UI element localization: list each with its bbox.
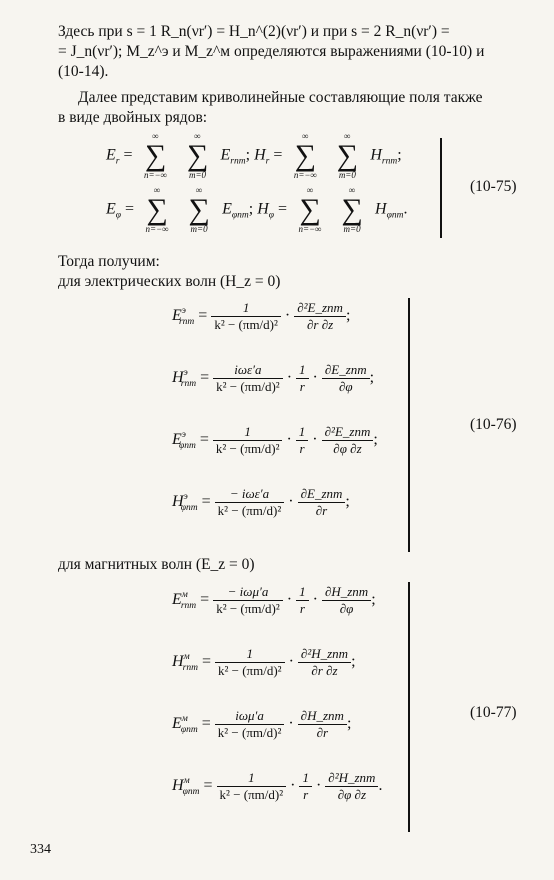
eq75-efnm: E <box>222 200 232 218</box>
eq77-lhs-sub-1: rnm <box>180 601 197 612</box>
sum-n-symbol: ∞∑n=−∞ <box>143 131 168 180</box>
eq75-hf-lhs: H <box>257 200 269 218</box>
eq-10-75-row-1: Er = ∞∑n=−∞ ∞∑m=0 Ernm; Hr = ∞∑n=−∞ ∞∑m=… <box>106 131 402 180</box>
eq76-lhs-sup-4: э <box>183 492 188 503</box>
eq75-hfnm-sub: φnm <box>386 210 404 221</box>
eq77-lhs-sup-3: м <box>181 714 188 725</box>
series-line-1: Далее представим криволинейные составляю… <box>78 89 483 106</box>
eq76-derivative-1: ∂²E_znm∂r ∂z <box>294 300 346 333</box>
eq77-lhs-sup-1: м <box>181 590 188 601</box>
intro-line-2: = J_n(νr′); M_z^э и M_z^м определяются в… <box>58 43 485 60</box>
eq75-ernm-sub: rnm <box>230 156 246 167</box>
eq75-hrnm: H <box>370 146 382 164</box>
eq75-er-lhs: E <box>106 146 116 164</box>
eq77-derivative-3: ∂H_znm∂r <box>297 708 347 741</box>
eq75-hr-sub: r <box>265 156 270 167</box>
eq75-hr-lhs: H <box>254 146 266 164</box>
eq75-hfnm: H <box>375 200 387 218</box>
eq-10-75-brace <box>440 138 442 238</box>
magnetic-waves-text: для магнитных волн (E_z = 0) <box>58 556 255 573</box>
eq77-lhs-sub-3: φnm <box>180 725 198 736</box>
eq77-lhs-3: E <box>172 715 182 733</box>
eq76-lhs-sub-2: rnm <box>180 379 197 390</box>
eq-10-77-brace <box>408 582 410 832</box>
eq75-efnm-sub: φnm <box>231 210 249 221</box>
eq76-lhs-sub-3: φnm <box>178 441 196 452</box>
intro-line-3: (10-14). <box>58 63 109 80</box>
eq-10-76-brace <box>408 298 410 552</box>
sum-m-symbol-4: ∞∑m=0 <box>341 185 363 234</box>
eq77-lhs-sub-4: φnm <box>182 787 200 798</box>
eq75-hrnm-sub: rnm <box>381 156 398 167</box>
eq-10-77-number: (10-77) <box>470 704 517 721</box>
eq76-derivative-3: ∂²E_znm∂φ ∂z <box>321 424 374 457</box>
sum-n-symbol-3: ∞∑n=−∞ <box>145 185 169 234</box>
electric-waves-text: для электрических волн (H_z = 0) <box>58 273 281 290</box>
eq76-lhs-sup-2: э <box>183 368 188 379</box>
eq75-hf-sub: φ <box>268 210 275 221</box>
eq-10-75-number: (10-75) <box>470 178 517 195</box>
intro-paragraph: Здесь при s = 1 R_n(νr′) = H_n^(2)(νr′) … <box>58 22 528 82</box>
then-text: Тогда получим: <box>58 253 160 270</box>
eq75-ef-lhs: E <box>106 200 116 218</box>
eq77-lhs-sub-2: rnm <box>182 663 198 674</box>
eq75-ef-sub: φ <box>115 210 122 221</box>
series-paragraph: Далее представим криволинейные составляю… <box>58 88 528 128</box>
eq77-lhs-2: H <box>172 653 184 671</box>
eq77-derivative-2: ∂²H_znm∂r ∂z <box>297 646 352 679</box>
eq77-lhs-4: H <box>172 777 184 795</box>
eq76-lhs-4: H <box>172 493 184 511</box>
intro-line-1: Здесь при s = 1 R_n(νr′) = H_n^(2)(νr′) … <box>58 23 450 40</box>
eq76-lhs-sup-3: э <box>181 430 186 441</box>
sum-n-symbol-2: ∞∑n=−∞ <box>293 131 317 180</box>
eq76-lhs-3: E <box>172 431 182 449</box>
series-line-2: в виде двойных рядов: <box>58 109 208 126</box>
eq76-lhs-sup-1: э <box>181 306 186 317</box>
eq77-lhs-1: E <box>172 591 182 609</box>
eq77-derivative-4: ∂²H_znm∂φ ∂z <box>325 770 379 803</box>
eq76-derivative-4: ∂E_znm∂r <box>297 486 346 519</box>
page-number: 334 <box>30 842 51 857</box>
sum-n-symbol-4: ∞∑n=−∞ <box>298 185 322 234</box>
eq77-derivative-1: ∂H_znm∂φ <box>321 584 372 617</box>
sum-m-symbol-3: ∞∑m=0 <box>188 185 210 234</box>
eq75-er-sub: r <box>115 156 120 167</box>
eq-10-76-number: (10-76) <box>470 416 517 433</box>
eq77-lhs-sup-4: м <box>183 776 190 787</box>
eq-10-75-row-2: Eφ = ∞∑n=−∞ ∞∑m=0 Eφnm; Hφ = ∞∑n=−∞ ∞∑m=… <box>106 185 408 234</box>
sum-m-symbol: ∞∑m=0 <box>186 131 209 180</box>
eq76-lhs-1: E <box>172 307 182 325</box>
eq77-lhs-sup-2: м <box>183 652 190 663</box>
sum-m-symbol-2: ∞∑m=0 <box>336 131 359 180</box>
eq76-lhs-sub-1: rnm <box>178 317 195 328</box>
eq76-lhs-sub-4: φnm <box>180 503 198 514</box>
eq76-lhs-2: H <box>172 369 184 387</box>
eq76-derivative-2: ∂E_znm∂φ <box>321 362 370 395</box>
eq75-ernm: E <box>220 146 231 164</box>
